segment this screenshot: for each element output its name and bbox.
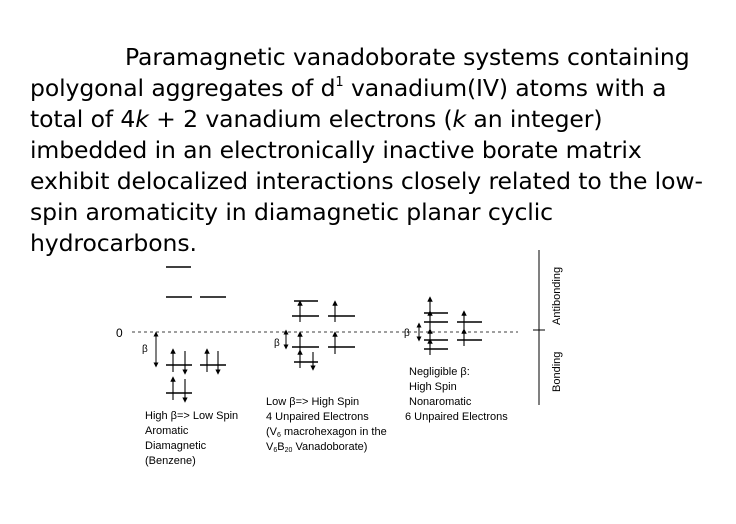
benzene-levels: β <box>142 266 226 403</box>
antibonding-label: Antibonding <box>551 267 563 325</box>
benzene-caption-line1: High β=> Low Spin <box>145 410 239 422</box>
zero-label: 0 <box>116 326 123 340</box>
benzene-caption-line3: Diamagnetic <box>145 440 207 452</box>
nonaromatic-levels: β <box>404 296 482 355</box>
description-paragraph: Paramagnetic vanadoborate systems contai… <box>30 42 720 259</box>
bonding-label: Bonding <box>551 352 563 392</box>
beta-label-benzene: β <box>142 344 148 355</box>
na-caption-line3: Nonaromatic <box>409 396 472 408</box>
para-text-2: vanadium(IV) atoms with a total of 4 <box>30 74 667 133</box>
beta-label-v6: β <box>274 338 280 349</box>
nonaromatic-caption: Negligible β: High Spin Nonaromatic 6 Un… <box>405 365 508 425</box>
para-superscript: 1 <box>335 75 344 90</box>
benzene-caption-line2: Aromatic <box>145 425 189 437</box>
v6-caption: Low β=> High Spin 4 Unpaired Electrons (… <box>266 395 387 455</box>
v6-levels: β <box>274 300 355 371</box>
v6-caption-line3: (V6 macrohexagon in the <box>266 426 387 439</box>
v6-caption-line2: 4 Unpaired Electrons <box>266 411 369 423</box>
v6-caption-line4: V6B20 Vanadoborate) <box>266 441 368 454</box>
para-text-4: an integer) imbedded in an electronicall… <box>30 105 703 257</box>
na-caption-line1: Negligible β: <box>409 366 470 378</box>
benzene-caption: High β=> Low Spin Aromatic Diamagnetic (… <box>145 409 238 469</box>
para-k-2: k <box>452 105 467 133</box>
para-text-3: + 2 vanadium electrons ( <box>148 105 453 133</box>
na-caption-line4: 6 Unpaired Electrons <box>405 411 508 423</box>
v6-caption-line1: Low β=> High Spin <box>266 396 360 408</box>
para-k-1: k <box>135 105 149 133</box>
para-text-1: Paramagnetic vanadoborate systems contai… <box>30 43 690 102</box>
na-caption-line2: High Spin <box>409 381 457 393</box>
beta-label-na: β <box>404 328 410 339</box>
benzene-caption-line4: (Benzene) <box>145 455 196 467</box>
